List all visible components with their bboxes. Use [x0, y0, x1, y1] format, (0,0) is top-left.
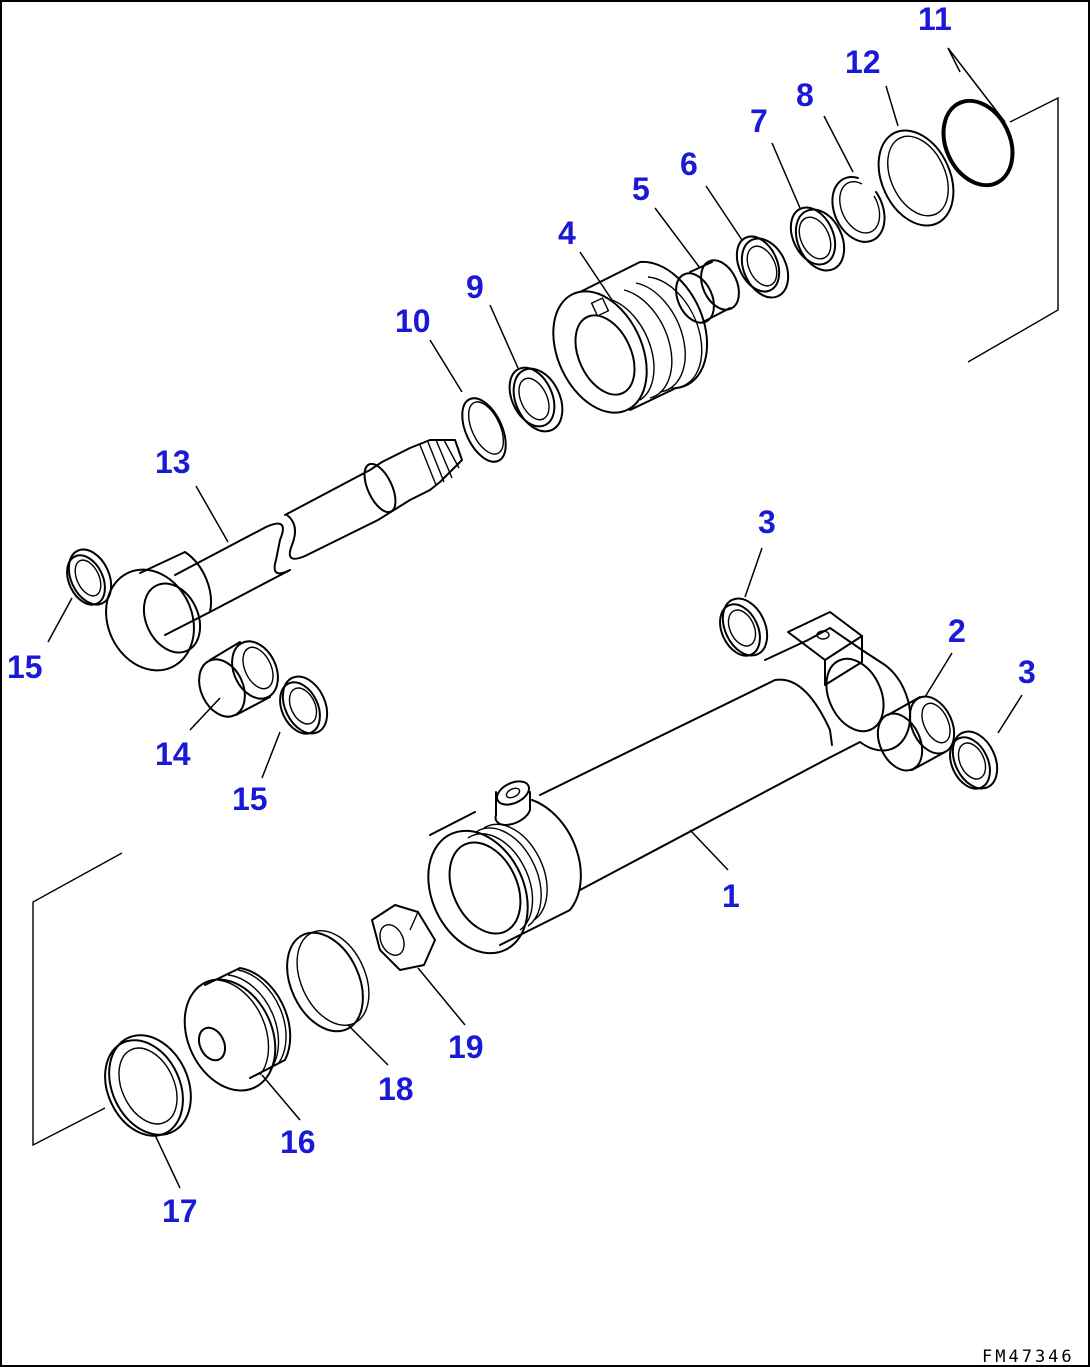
callout-19: 19: [448, 1029, 484, 1065]
part-8-snap-ring: [831, 176, 886, 243]
callout-9: 9: [466, 269, 484, 305]
callout-16: 16: [280, 1124, 316, 1160]
part-3-dust-seal-upper: [719, 597, 769, 657]
part-2-bushing: [876, 695, 956, 772]
callout-4: 4: [558, 215, 576, 251]
part-11-o-ring: [941, 98, 1015, 188]
callout-15-upper: 15: [7, 649, 43, 685]
callout-15-lower: 15: [232, 781, 268, 817]
callout-17: 17: [162, 1193, 198, 1229]
part-4-head: [552, 260, 709, 414]
part-12-backup-ring: [877, 129, 955, 227]
part-15-dust-seal-upper: [66, 548, 113, 606]
callout-1: 1: [722, 878, 740, 914]
callout-3-right: 3: [1018, 654, 1036, 690]
bracket-lower-left: [32, 852, 123, 1147]
callout-18: 18: [378, 1071, 414, 1107]
callout-7: 7: [750, 103, 768, 139]
part-5-bushing: [675, 259, 740, 324]
part-10-ring: [461, 397, 507, 463]
callout-6: 6: [680, 146, 698, 182]
part-19-nut: [371, 904, 436, 971]
part-14-bushing: [198, 640, 279, 718]
callout-11: 11: [918, 1, 952, 37]
part-18-wear-ring: [286, 930, 370, 1033]
callout-2: 2: [948, 613, 966, 649]
callout-5: 5: [632, 171, 650, 207]
part-6-seal: [735, 235, 790, 299]
callout-8: 8: [796, 77, 814, 113]
callout-14: 14: [155, 736, 191, 772]
callout-10: 10: [395, 303, 431, 339]
part-15-dust-seal-lower: [279, 675, 329, 735]
bracket-upper-right: [967, 96, 1059, 363]
callout-3-upper: 3: [758, 504, 776, 540]
part-13-piston-rod: [105, 439, 463, 672]
part-3-dust-seal-right: [949, 730, 999, 790]
part-9-bushing: [508, 366, 564, 433]
part-1-cylinder: [427, 611, 912, 955]
callout-13: 13: [155, 444, 191, 480]
part-16-piston: [183, 967, 292, 1092]
callout-labels: 11 12 8 7 6 5 4 9 10 13 15 14 15 3 2 3 1…: [7, 1, 1036, 1229]
part-7-seal: [789, 206, 846, 272]
leader-lines: [47, 47, 1023, 1189]
figure-code: FM47346: [982, 1347, 1075, 1367]
callout-12: 12: [845, 44, 881, 80]
part-17-seal: [104, 1034, 192, 1137]
